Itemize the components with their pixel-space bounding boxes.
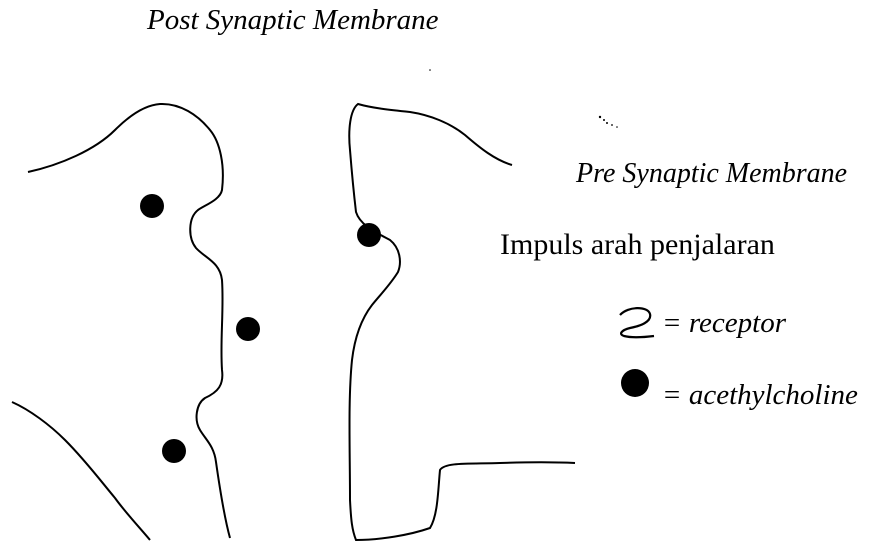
legend-receptor-label: = receptor	[662, 307, 786, 340]
post-synaptic-membrane-title: Post Synaptic Membrane	[147, 4, 439, 37]
post-synaptic-membrane-outline	[28, 104, 230, 538]
acetylcholine-molecule	[140, 194, 164, 218]
receptor-icon	[620, 308, 654, 337]
scan-speckle	[429, 69, 618, 128]
acetylcholine-molecule	[236, 317, 260, 341]
legend-acetylcholine-label: = acethylcholine	[662, 379, 858, 412]
pre-synaptic-membrane-outline	[349, 104, 575, 540]
pre-synaptic-membrane-title: Pre Synaptic Membrane	[576, 158, 847, 190]
acetylcholine-dot-icon	[621, 369, 649, 397]
acetylcholine-molecule	[162, 439, 186, 463]
acetylcholine-molecule	[357, 223, 381, 247]
post-synaptic-membrane-lower-edge	[12, 402, 150, 540]
impulse-direction-label: Impuls arah penjalaran	[500, 228, 775, 262]
